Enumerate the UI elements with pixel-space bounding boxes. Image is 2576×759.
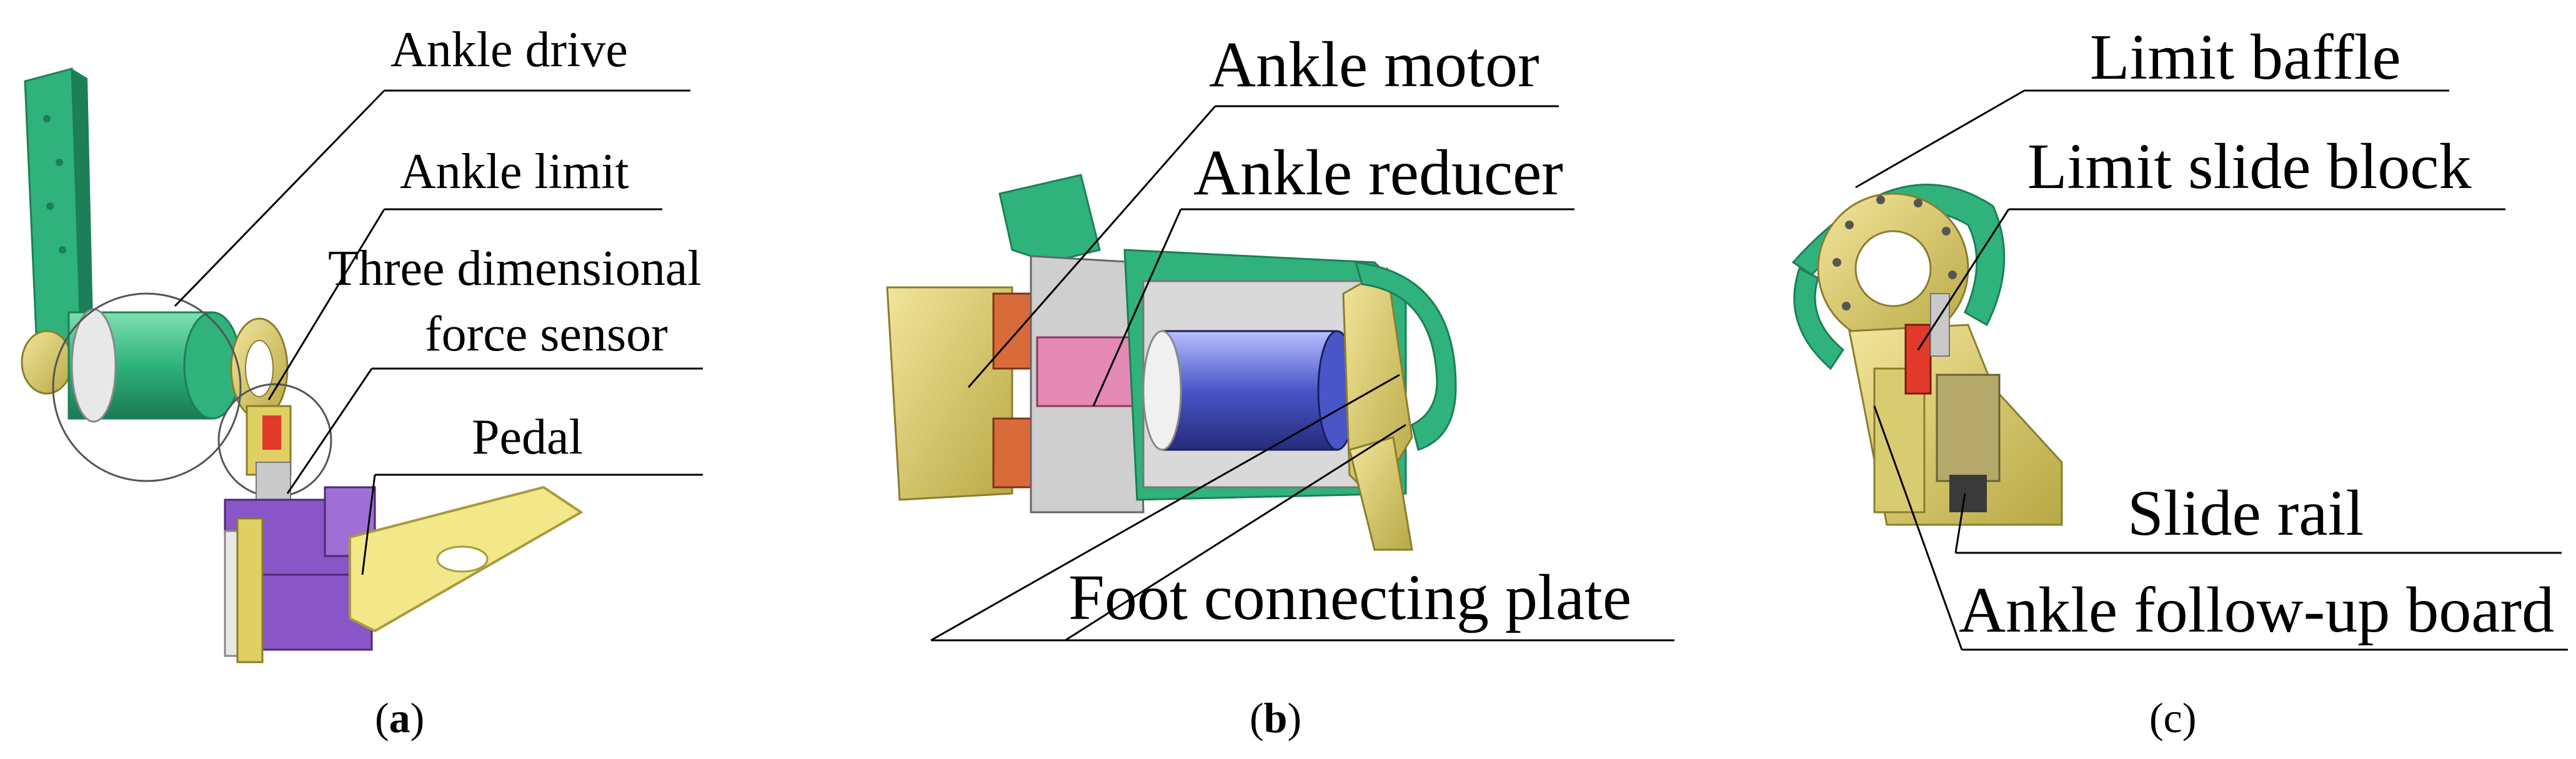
caption-a: (a) [375,694,425,742]
panel-b-drawing [886,105,1674,642]
label-ankle-reducer: Ankle reducer [1193,137,1563,209]
label-ankle-drive: Ankle drive [390,22,628,77]
label-ankle-follow-up-board: Ankle follow-up board [1959,574,2555,646]
caption-b: (b) [1250,694,1302,742]
label-limit-baffle: Limit baffle [2090,21,2401,93]
label-limit-slide-block: Limit slide block [2027,131,2472,202]
label-foot-connecting-plate: Foot connecting plate [1068,562,1632,633]
panel-a-drawing [21,67,703,663]
panel-c-drawing [1791,89,2568,651]
label-ankle-motor: Ankle motor [1209,29,1539,101]
label-sensor-line1: Three dimensional [328,241,702,296]
label-ankle-limit: Ankle limit [400,144,629,199]
label-sensor-line2: force sensor [425,307,668,362]
label-pedal: Pedal [472,410,583,465]
caption-c: (c) [2149,694,2197,742]
label-slide-rail: Slide rail [2127,477,2364,549]
